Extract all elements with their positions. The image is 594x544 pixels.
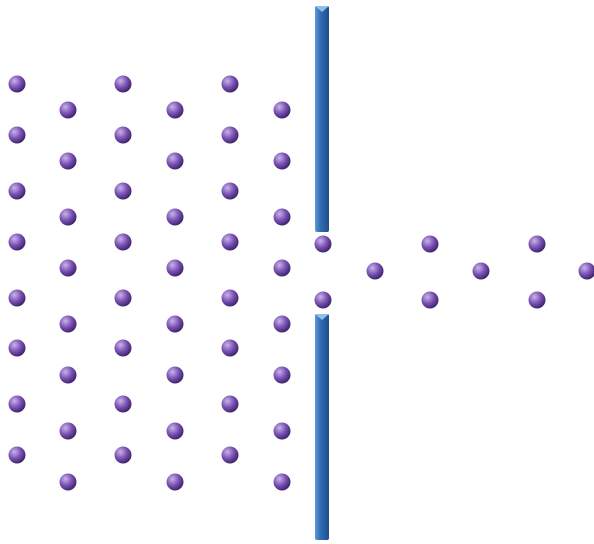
lattice-atom <box>60 102 77 119</box>
lattice-atom <box>115 340 132 357</box>
chain-atom <box>529 292 546 309</box>
lattice-atom <box>60 209 77 226</box>
lattice-atom <box>9 76 26 93</box>
lattice-atom <box>60 316 77 333</box>
lattice-atom <box>167 423 184 440</box>
lattice-atom <box>167 260 184 277</box>
upper-wall-bar <box>315 6 329 232</box>
lattice-atom <box>222 127 239 144</box>
chain-atom <box>315 236 332 253</box>
lattice-atom <box>115 396 132 413</box>
lattice-atom <box>115 127 132 144</box>
left-atom-lattice <box>9 76 291 491</box>
lattice-atom <box>274 474 291 491</box>
lattice-atom <box>274 102 291 119</box>
lattice-atom <box>60 474 77 491</box>
chain-atom <box>529 236 546 253</box>
lattice-atom <box>9 290 26 307</box>
lattice-atom <box>222 340 239 357</box>
lattice-atom <box>222 447 239 464</box>
lattice-atom <box>167 367 184 384</box>
lattice-atom <box>115 290 132 307</box>
lattice-atom <box>222 290 239 307</box>
lattice-atom <box>167 209 184 226</box>
lattice-atom <box>222 234 239 251</box>
lattice-atom <box>274 316 291 333</box>
lattice-atom <box>167 474 184 491</box>
lattice-atom <box>274 153 291 170</box>
chain-atom <box>473 263 490 280</box>
lattice-atom <box>9 447 26 464</box>
lattice-atom <box>115 234 132 251</box>
lattice-atom <box>9 127 26 144</box>
lattice-atom <box>274 423 291 440</box>
lattice-atom <box>222 396 239 413</box>
right-atom-chain <box>315 236 594 309</box>
chain-atom <box>315 292 332 309</box>
lattice-atom <box>9 183 26 200</box>
lattice-atom <box>274 209 291 226</box>
lower-wall <box>315 314 329 540</box>
lattice-atom <box>60 153 77 170</box>
chain-atom <box>422 292 439 309</box>
lattice-atom <box>115 447 132 464</box>
lower-wall-bar <box>315 314 329 540</box>
lattice-atom <box>60 423 77 440</box>
lattice-atom <box>60 367 77 384</box>
lattice-atom <box>222 76 239 93</box>
upper-wall <box>315 6 329 232</box>
chain-atom <box>579 263 594 280</box>
lattice-atom <box>274 260 291 277</box>
lattice-atom <box>9 234 26 251</box>
lattice-atom <box>274 367 291 384</box>
lattice-atom <box>115 76 132 93</box>
lattice-atom <box>9 396 26 413</box>
lattice-atom <box>60 260 77 277</box>
chain-atom <box>367 263 384 280</box>
chain-atom <box>422 236 439 253</box>
lattice-atom <box>115 183 132 200</box>
lattice-atom <box>167 153 184 170</box>
lattice-atom <box>167 316 184 333</box>
lattice-atom <box>9 340 26 357</box>
lattice-atom <box>222 183 239 200</box>
lattice-atom <box>167 102 184 119</box>
